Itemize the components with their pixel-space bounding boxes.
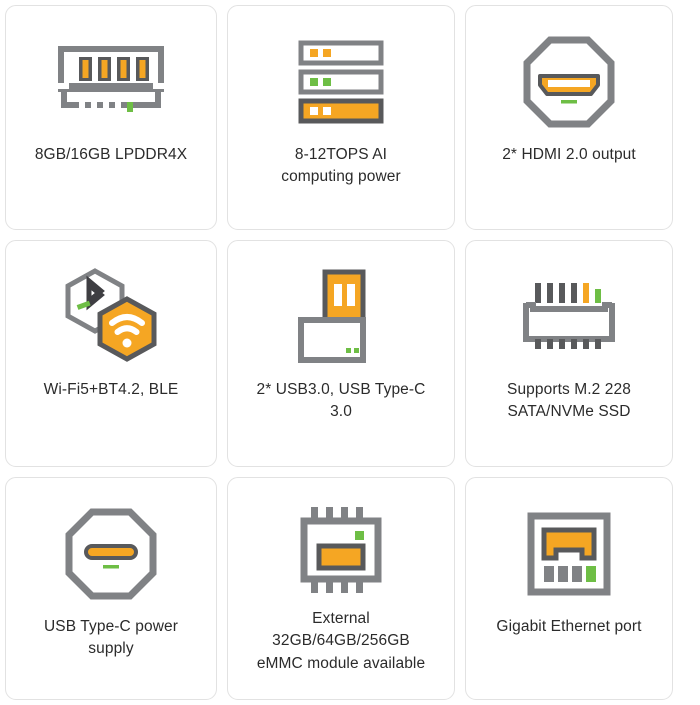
feature-card-power[interactable]: USB Type-C power supply <box>5 477 217 700</box>
feature-card-ai-power[interactable]: 8-12TOPS AI computing power <box>227 5 455 230</box>
feature-card-emmc[interactable]: External 32GB/64GB/256GB eMMC module ava… <box>227 477 455 700</box>
feature-label-ethernet: Gigabit Ethernet port <box>496 618 642 635</box>
wifi-bluetooth-icon <box>6 255 216 379</box>
usb-type-c-port-icon <box>6 492 216 616</box>
feature-label-hdmi: 2* HDMI 2.0 output <box>502 146 636 163</box>
ai-server-stack-icon <box>228 20 454 144</box>
ethernet-port-icon <box>466 492 672 616</box>
usb-connector-icon <box>228 255 454 379</box>
feature-card-ssd[interactable]: Supports M.2 228 SATA/NVMe SSD <box>465 240 673 467</box>
feature-label-memory: 8GB/16GB LPDDR4X <box>34 146 188 163</box>
feature-card-wireless[interactable]: Wi-Fi5+BT4.2, BLE <box>5 240 217 467</box>
feature-label-power: USB Type-C power supply <box>44 618 178 658</box>
m2-ssd-slot-icon <box>466 255 672 379</box>
feature-card-ethernet[interactable]: Gigabit Ethernet port <box>465 477 673 700</box>
feature-card-hdmi[interactable]: 2* HDMI 2.0 output <box>465 5 673 230</box>
feature-label-ssd: Supports M.2 228 SATA/NVMe SSD <box>507 381 631 421</box>
ram-module-icon <box>6 20 216 144</box>
feature-label-usb: 2* USB3.0, USB Type-C 3.0 <box>256 381 426 421</box>
feature-label-wireless: Wi-Fi5+BT4.2, BLE <box>43 381 179 398</box>
feature-label-ai-power: 8-12TOPS AI computing power <box>281 146 401 186</box>
feature-card-usb[interactable]: 2* USB3.0, USB Type-C 3.0 <box>227 240 455 467</box>
emmc-chip-icon <box>228 492 454 608</box>
feature-label-emmc: External 32GB/64GB/256GB eMMC module ava… <box>256 610 426 672</box>
hdmi-port-icon <box>466 20 672 144</box>
feature-card-memory[interactable]: 8GB/16GB LPDDR4X <box>5 5 217 230</box>
